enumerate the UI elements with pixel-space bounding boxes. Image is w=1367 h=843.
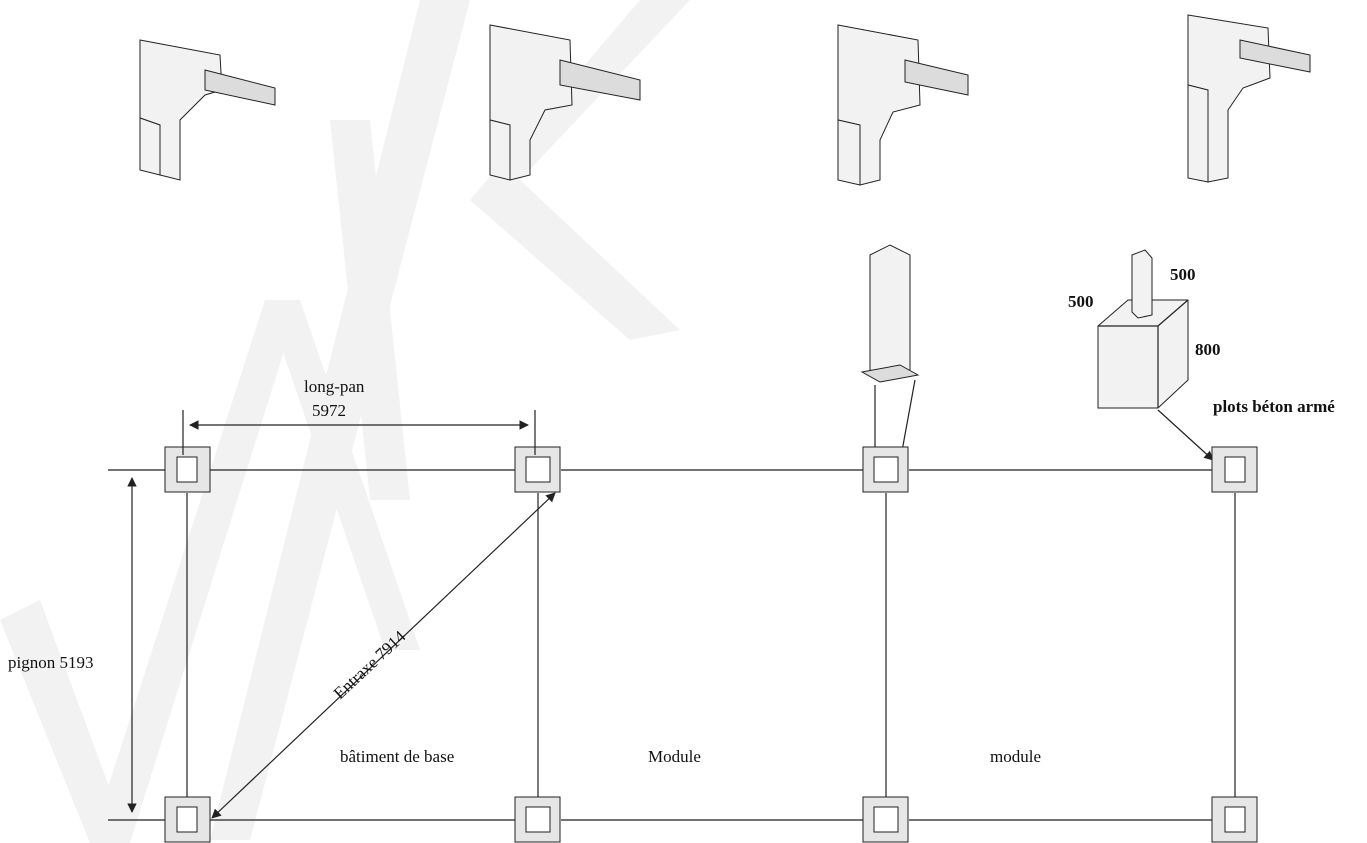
long-pan-label: long-pan: [304, 377, 365, 396]
pignon-label: pignon 5193: [8, 653, 93, 672]
long-pan-value: 5972: [312, 401, 346, 420]
connector-piece-1: [139, 39, 276, 181]
connector-piece-4: [1187, 14, 1311, 183]
column-base-plate: [860, 244, 920, 463]
batiment-label: bâtiment de base: [340, 747, 454, 766]
base-plate: [1211, 446, 1258, 493]
plate-details: [176, 456, 1246, 833]
connector-piece-3: [837, 24, 969, 186]
plots-label: plots béton armé: [1213, 397, 1335, 416]
dim-800: 800: [1195, 340, 1221, 359]
module-2-label: module: [990, 747, 1041, 766]
dimension-lines: [127, 410, 556, 819]
entraxe-label: Entraxe 7914: [330, 627, 410, 703]
dim-500-left: 500: [1068, 292, 1094, 311]
watermark: [0, 0, 690, 843]
concrete-block: [1097, 249, 1214, 461]
module-1-label: Module: [648, 747, 701, 766]
dim-500-right: 500: [1170, 265, 1196, 284]
connector-piece-2: [489, 24, 641, 181]
